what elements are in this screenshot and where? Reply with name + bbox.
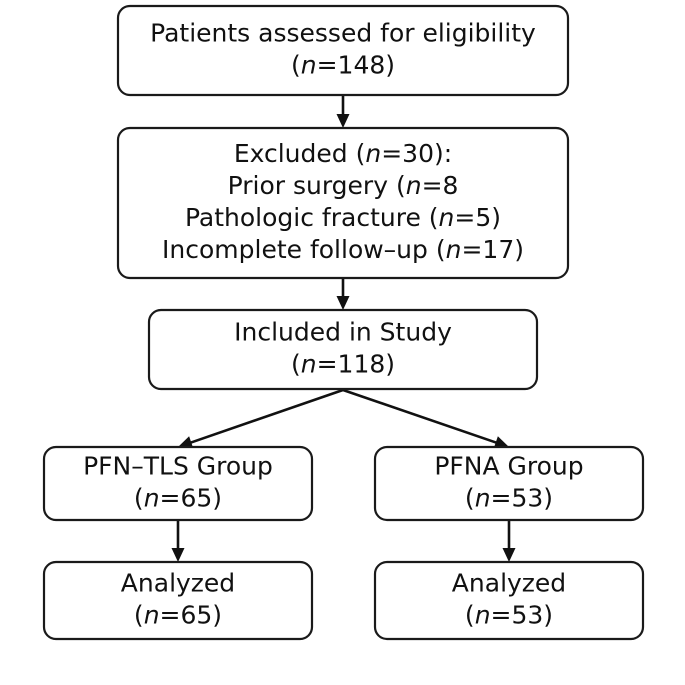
arrowhead-icon	[502, 548, 516, 562]
node-text-line: PFNA Group	[434, 452, 583, 481]
box-outline	[42, 445, 314, 522]
patients-assessed-box: Patients assessed for eligibility (n=148)	[116, 4, 570, 97]
node-text-line: (n=53)	[465, 484, 553, 513]
arrow-pfn-tls-to-analyzed	[171, 520, 185, 562]
box-outline	[116, 126, 570, 280]
analyzed-pfna-box: Analyzed (n=53)	[373, 560, 645, 641]
italic-n: n	[406, 171, 422, 200]
node-text-line: Patients assessed for eligibility	[150, 19, 536, 48]
excluded-box: Excluded (n=30): Prior surgery (n=8Pathol…	[116, 126, 570, 280]
node-text-line: Incomplete follow–up (n=17)	[162, 235, 524, 264]
italic-n: n	[446, 235, 462, 264]
node-text-line: Pathologic fracture (n=5)	[185, 203, 501, 232]
italic-n: n	[365, 139, 381, 168]
node-text-line: Analyzed	[121, 569, 235, 598]
box-outline	[42, 560, 314, 641]
italic-n: n	[301, 350, 317, 379]
arrow-included-to-pfn-tls	[178, 388, 344, 449]
box-outline	[373, 445, 645, 522]
connector-line	[342, 388, 498, 445]
node-text-line: (n=148)	[291, 51, 395, 80]
box-outline	[116, 4, 570, 97]
node-text-line: Prior surgery (n=8	[228, 171, 459, 200]
node-text-line: (n=53)	[465, 601, 553, 630]
arrowhead-icon	[171, 548, 185, 562]
italic-n: n	[144, 484, 160, 513]
node-text-line: Excluded (n=30):	[234, 139, 452, 168]
connector-line	[189, 388, 344, 445]
pfna-group-box: PFNA Group (n=53)	[373, 445, 645, 522]
italic-n: n	[439, 203, 455, 232]
arrowhead-icon	[336, 114, 350, 128]
pfn-tls-group-box: PFN–TLS Group (n=65)	[42, 445, 314, 522]
arrow-excluded-to-included	[336, 278, 350, 310]
node-text-line: Analyzed	[452, 569, 566, 598]
arrowhead-icon	[336, 296, 350, 310]
box-outline	[373, 560, 645, 641]
italic-n: n	[475, 484, 491, 513]
node-text-line: (n=65)	[134, 601, 222, 630]
arrow-assessed-to-excluded	[336, 95, 350, 128]
node-text-line: (n=118)	[291, 350, 395, 379]
arrow-included-to-pfna	[342, 388, 509, 449]
node-text-line: PFN–TLS Group	[83, 452, 273, 481]
arrowhead-icon	[178, 436, 194, 449]
node-text-line: Included in Study	[234, 318, 452, 347]
arrow-pfna-to-analyzed	[502, 520, 516, 562]
italic-n: n	[475, 601, 491, 630]
italic-n: n	[301, 51, 317, 80]
connectors-layer	[171, 95, 516, 562]
italic-n: n	[144, 601, 160, 630]
node-text-line: (n=65)	[134, 484, 222, 513]
nodes-layer: Patients assessed for eligibility (n=148)…	[42, 4, 645, 641]
arrowhead-icon	[493, 436, 509, 449]
analyzed-pfn-tls-box: Analyzed (n=65)	[42, 560, 314, 641]
included-in-study-box: Included in Study (n=118)	[147, 308, 539, 391]
box-outline	[147, 308, 539, 391]
